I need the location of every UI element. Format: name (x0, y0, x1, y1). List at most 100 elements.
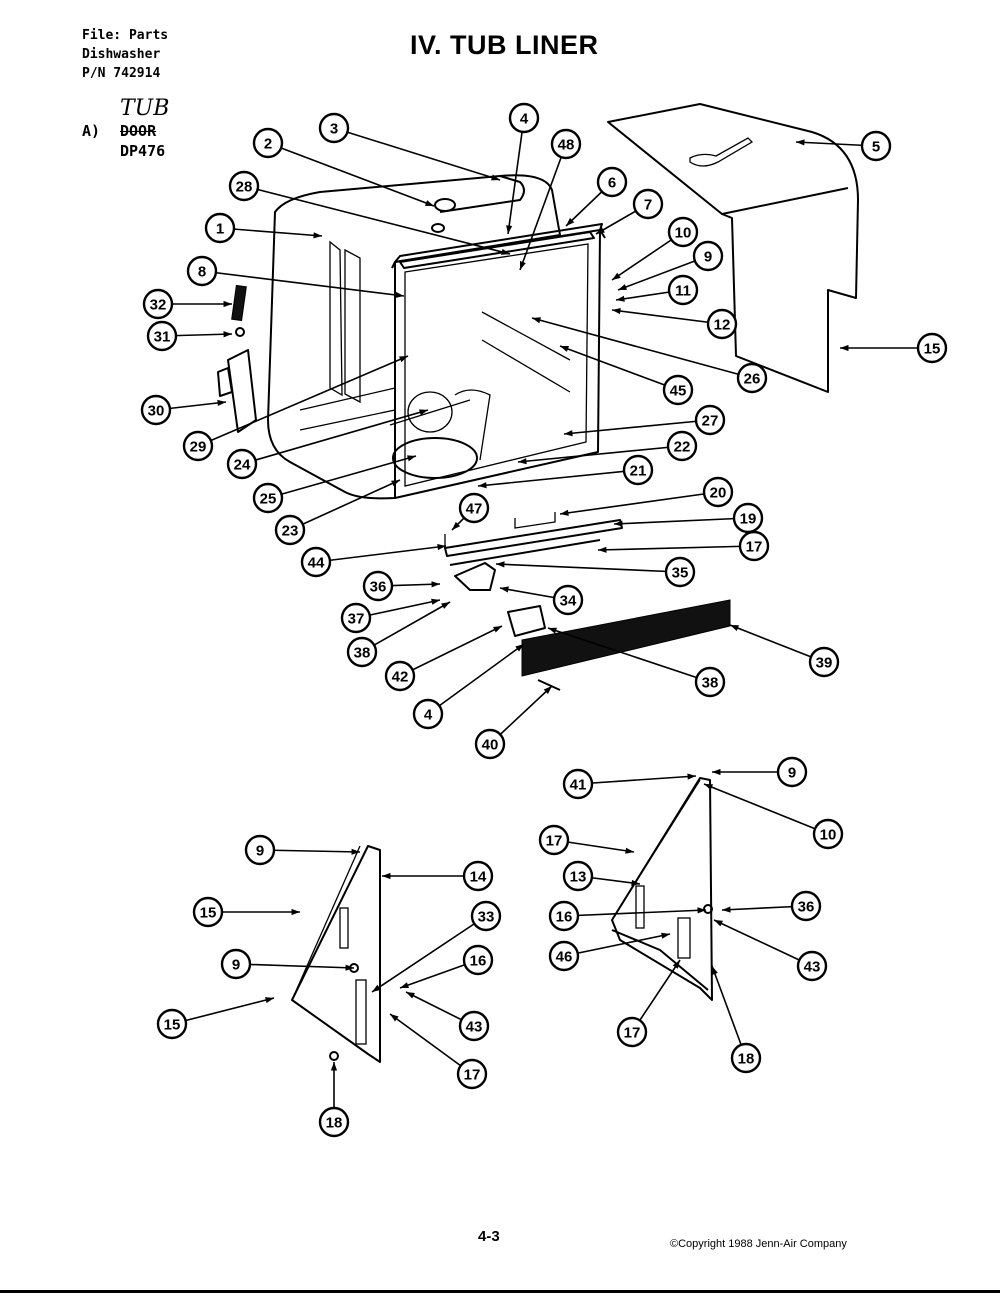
arrowhead-18 (330, 1062, 338, 1071)
arrowhead-6 (566, 217, 575, 226)
callout-label: 17 (624, 1025, 641, 1042)
right-side-bracket (611, 777, 713, 1001)
callout-circle (562, 768, 594, 800)
arrowhead-25 (407, 455, 416, 462)
leader-line-39 (729, 624, 825, 663)
callout-30: 30 (140, 394, 172, 426)
callout-label: 12 (714, 317, 731, 334)
callout-label: 31 (154, 329, 171, 346)
callout-circle (632, 188, 664, 220)
callout-circle (220, 948, 252, 980)
arrowhead-17 (625, 847, 634, 854)
arrowhead-43 (406, 992, 415, 999)
callout-label: 11 (675, 283, 691, 300)
page-bottom-rule (0, 1290, 1000, 1293)
callout-40: 40 (474, 728, 506, 760)
callout-circle (860, 130, 892, 162)
callout-label: 27 (702, 413, 719, 430)
leader-line-44 (315, 545, 447, 563)
arrowhead-42 (493, 626, 502, 633)
leader-line-15 (171, 997, 275, 1025)
callout-32: 32 (142, 288, 174, 320)
callout-label: 44 (308, 555, 325, 572)
arrowhead-4 (506, 225, 513, 234)
page-title: IV. TUB LINER (410, 30, 599, 60)
callout-circle (156, 1008, 188, 1040)
tub-liner (267, 174, 606, 500)
callout-circle (548, 940, 580, 972)
leader-line-33 (371, 915, 487, 993)
arrowhead-32 (223, 300, 232, 308)
arrowhead-39 (730, 625, 739, 631)
callout-label: 4 (424, 707, 433, 724)
callout-label: 1 (216, 221, 224, 238)
arrowhead-34 (500, 586, 509, 593)
callout-label: 16 (470, 953, 487, 970)
arrowhead-19 (614, 520, 623, 527)
arrowhead-12 (612, 308, 621, 315)
leader-line-41 (577, 775, 697, 785)
door-latch-assembly (217, 284, 257, 433)
callout-5: 5 (860, 130, 892, 162)
callout-circle (458, 1010, 490, 1042)
callout-circle (458, 492, 490, 524)
arrowhead-5 (796, 139, 805, 146)
leader-line-20 (559, 491, 719, 515)
callout-circle (702, 476, 734, 508)
callout-circle (346, 636, 378, 668)
callout-label: 25 (260, 491, 277, 508)
callout-36: 36 (362, 570, 394, 602)
callout-label: 34 (560, 593, 577, 610)
callout-circle (274, 514, 306, 546)
file-line: File: Parts (82, 28, 169, 43)
callout-label: 15 (200, 905, 217, 922)
arrowhead-9 (351, 848, 360, 855)
leader-line-43 (713, 919, 813, 967)
callout-34: 34 (552, 584, 584, 616)
callout-label: 19 (740, 511, 757, 528)
callout-circle (812, 818, 844, 850)
callout-label: 21 (630, 463, 647, 480)
callout-circle (667, 216, 699, 248)
leader-line-9 (235, 963, 355, 969)
callout-label: 22 (674, 439, 691, 456)
callout-circle (550, 128, 582, 160)
arrowhead-43 (714, 920, 723, 927)
callout-label: 4 (520, 111, 529, 128)
callout-label: 15 (164, 1017, 181, 1034)
callout-4: 4 (508, 102, 540, 134)
arrowhead-17 (598, 546, 607, 553)
callout-10: 10 (667, 216, 699, 248)
callout-label: 26 (744, 371, 761, 388)
callout-label: 29 (190, 439, 207, 456)
callout-circle (562, 860, 594, 892)
callout-circle (362, 570, 394, 602)
leader-line-27 (563, 419, 711, 435)
callout-circle (538, 824, 570, 856)
callout-47: 47 (458, 492, 490, 524)
callout-16: 16 (462, 944, 494, 976)
callout-circle (790, 890, 822, 922)
arrowhead-47 (452, 521, 461, 530)
callout-14: 14 (462, 860, 494, 892)
callout-label: 17 (464, 1067, 481, 1084)
arrowhead-26 (532, 317, 541, 324)
callout-circle (730, 1042, 762, 1074)
callout-circle (182, 430, 214, 462)
callout-26: 26 (736, 362, 768, 394)
callout-6: 6 (596, 166, 628, 198)
callout-circle (694, 666, 726, 698)
leader-line-17 (389, 1013, 473, 1075)
callout-circle (470, 900, 502, 932)
callout-31: 31 (146, 320, 178, 352)
callout-label: 20 (710, 485, 727, 502)
leader-line-9 (617, 255, 709, 291)
callout-circle (142, 288, 174, 320)
callout-8: 8 (186, 255, 218, 287)
leader-line-4 (427, 643, 525, 715)
left-side-bracket (291, 845, 381, 1063)
leader-line-22 (517, 445, 683, 463)
callout-15: 15 (192, 896, 224, 928)
callout-circle (456, 1058, 488, 1090)
